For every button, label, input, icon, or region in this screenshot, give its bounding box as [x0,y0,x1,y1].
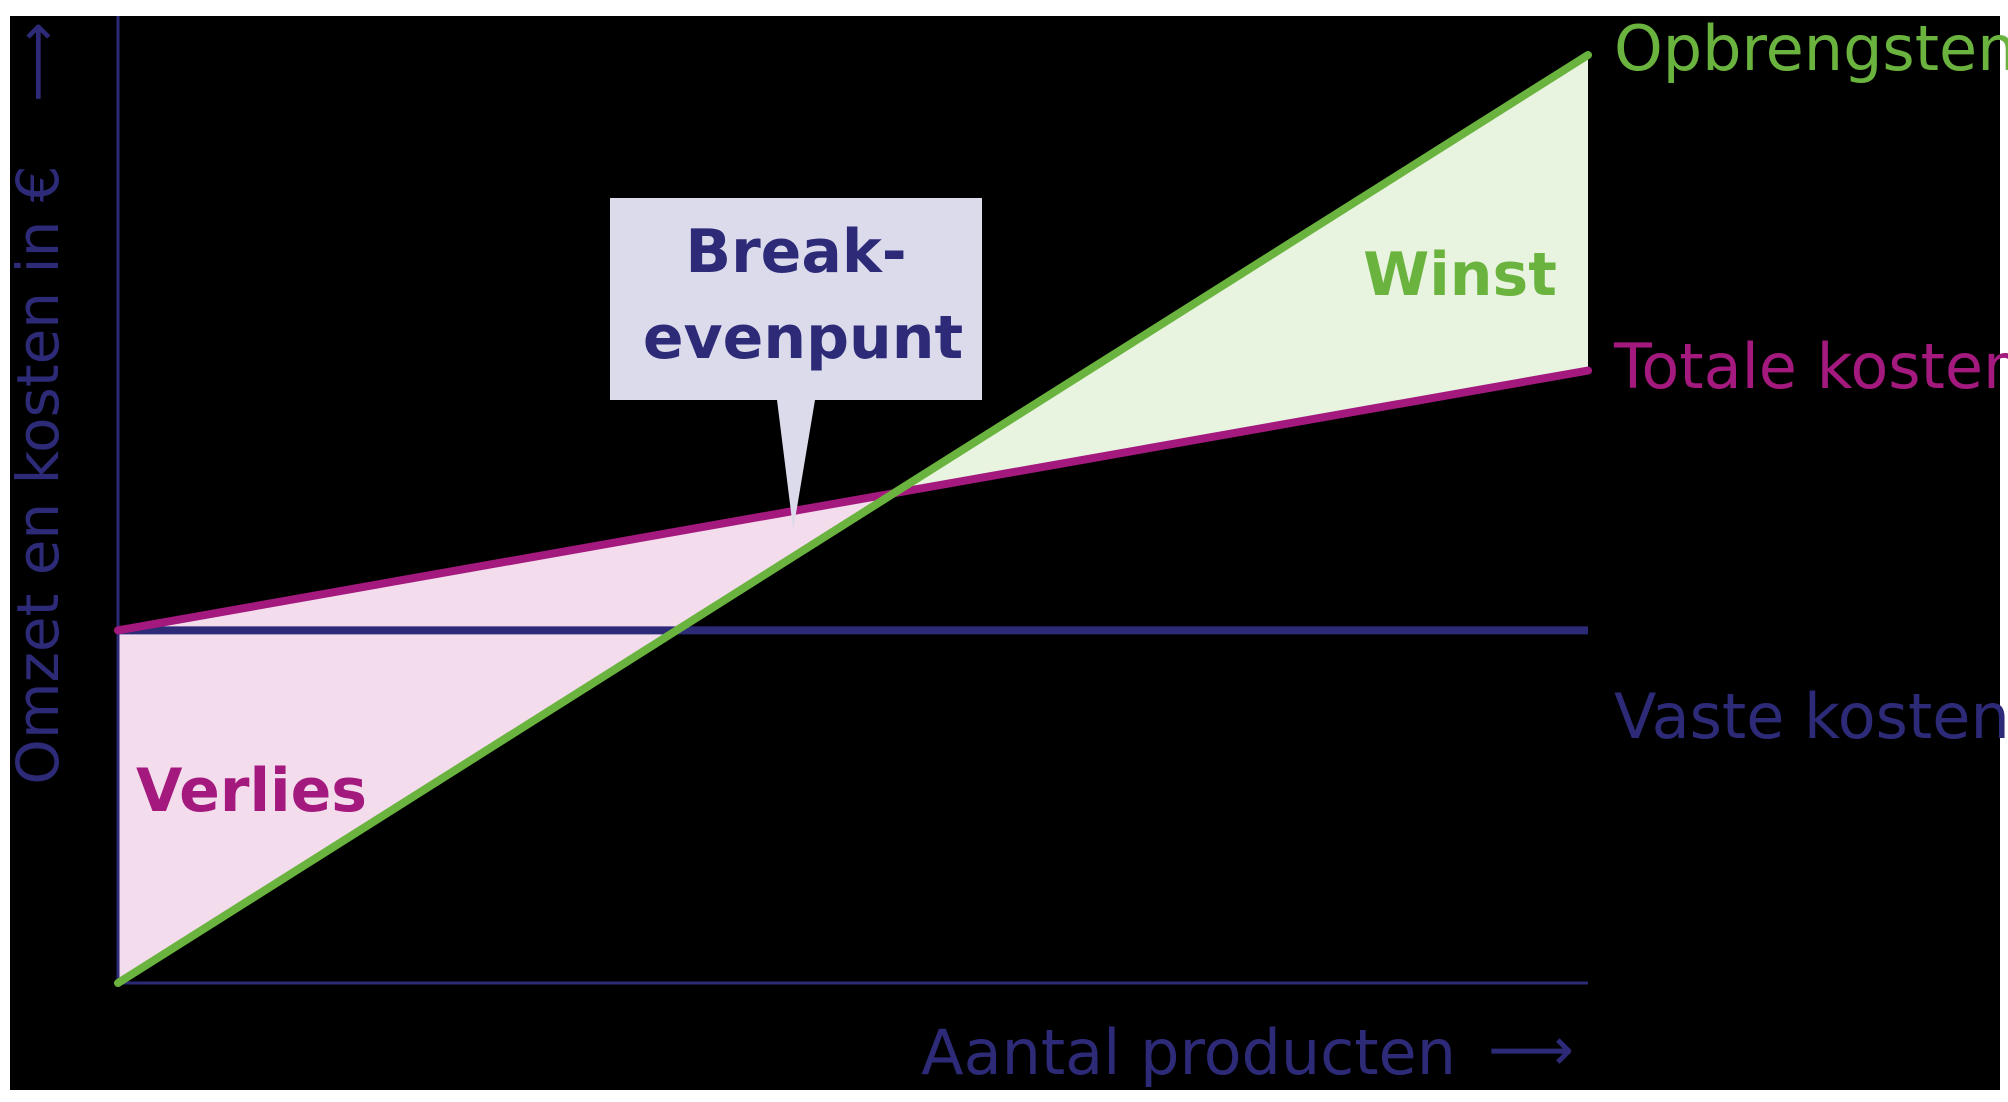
totale-kosten-series-label: Totale kosten [1613,330,2008,403]
verlies-region-label: Verlies [136,756,367,826]
x-axis-label: Aantal producten [921,1016,1456,1089]
vaste-kosten-series-label: Vaste kosten [1614,680,2008,753]
callout-label-line-1: Break- [685,217,906,287]
callout-label-line-2: evenpunt [643,303,963,373]
y-axis-label: Omzet en kosten in € [4,165,72,784]
y-axis-arrow-icon: ⟶ [5,22,70,102]
opbrengsten-series-label: Opbrengsten [1614,12,2008,85]
winst-region-label: Winst [1363,240,1557,310]
plot-background [10,16,2000,1090]
opbrengsten-line [114,51,1592,987]
x-axis-arrow-icon: ⟶ [1488,1015,1574,1085]
totale-kosten-line [114,366,1592,635]
break-even-callout [610,198,982,530]
